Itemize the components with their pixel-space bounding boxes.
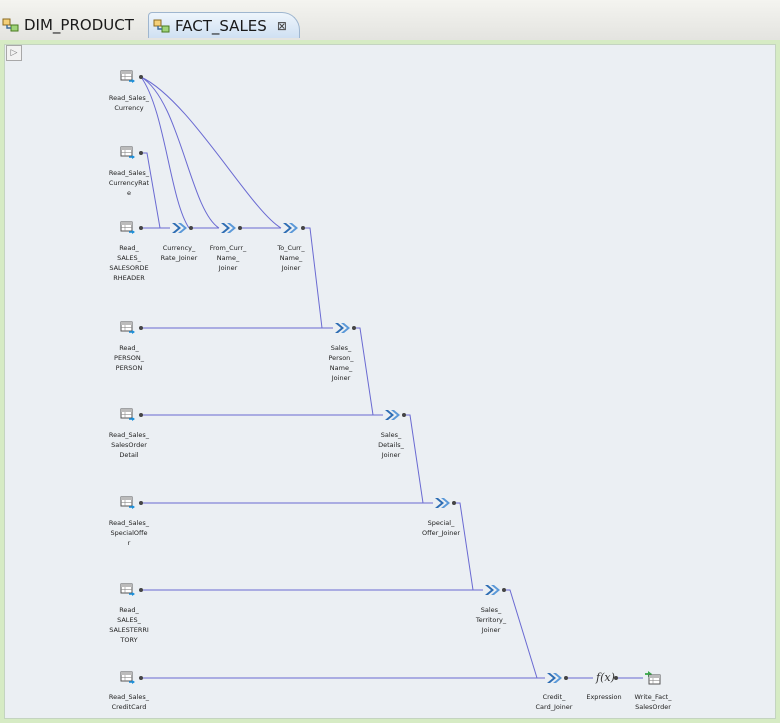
special-offer-joiner-label: Special_ Offer_Joiner (421, 519, 460, 537)
sales-details-joiner-label: Sales_ Details_ Joiner (378, 431, 404, 459)
tab-label: FACT_SALES (175, 16, 267, 35)
sales-person-name-joiner-label: Sales_ Person_ Name_ Joiner (328, 344, 354, 382)
joiner-icon[interactable] (171, 222, 189, 234)
editor-tab-bar: DIM_PRODUCT FACT_SALES ⊠ (0, 0, 780, 41)
expression-icon[interactable]: f(x) (596, 671, 615, 684)
credit-card-joiner-label: Credit_ Card_Joiner (535, 693, 573, 711)
read-sales-salesorderdetail-label: Read_Sales_ SalesOrder Detail (108, 431, 150, 459)
output-port[interactable] (139, 75, 143, 79)
output-port[interactable] (139, 326, 143, 330)
output-port[interactable] (139, 676, 143, 680)
read-source-icon[interactable] (120, 221, 136, 235)
read-source-icon[interactable] (120, 496, 136, 510)
output-port[interactable] (139, 413, 143, 417)
read-source-icon[interactable] (120, 146, 136, 160)
joiner-icon[interactable] (484, 584, 502, 596)
output-port[interactable] (452, 501, 456, 505)
output-port[interactable] (301, 226, 305, 230)
joiner-icon[interactable] (546, 672, 564, 684)
write-target-icon[interactable] (644, 670, 662, 686)
tab-fact-sales[interactable]: FACT_SALES ⊠ (148, 12, 300, 38)
link (140, 76, 190, 229)
read-source-icon[interactable] (120, 321, 136, 335)
play-triangle-icon[interactable]: ▷ (6, 45, 22, 61)
from-curr-name-joiner-label: From_Curr_ Name_ Joiner (209, 244, 247, 272)
output-port[interactable] (139, 226, 143, 230)
to-curr-name-joiner-label: To_Curr_ Name_ Joiner (277, 244, 305, 272)
output-port[interactable] (139, 588, 143, 592)
output-port[interactable] (402, 413, 406, 417)
read-sales-salesterritory-label: Read_ SALES_ SALESTERRI TORY (109, 606, 149, 644)
read-source-icon[interactable] (120, 583, 136, 597)
output-port[interactable] (139, 501, 143, 505)
read-sales-currency-label: Read_Sales_ Currency (108, 94, 150, 112)
output-port[interactable] (564, 676, 568, 680)
read-source-icon[interactable] (120, 408, 136, 422)
joiner-icon[interactable] (434, 497, 452, 509)
joiner-icon[interactable] (282, 222, 300, 234)
joiner-icon[interactable] (384, 409, 402, 421)
tab-label: DIM_PRODUCT (24, 16, 134, 34)
joiner-icon[interactable] (220, 222, 238, 234)
write-fact-salesorder-label: Write_Fact_ SalesOrder (634, 693, 672, 711)
link (455, 502, 483, 591)
currency-rate-joiner-label: Currency_ Rate_Joiner (160, 244, 198, 262)
read-sales-creditcard-label: Read_Sales_ CreditCard (108, 693, 150, 711)
close-icon[interactable]: ⊠ (276, 18, 287, 33)
mapping-icon (153, 19, 170, 32)
output-port[interactable] (614, 676, 618, 680)
output-port[interactable] (238, 226, 242, 230)
output-port[interactable] (502, 588, 506, 592)
joiner-icon[interactable] (334, 322, 352, 334)
tab-dim-product[interactable]: DIM_PRODUCT (0, 12, 146, 38)
output-port[interactable] (352, 326, 356, 330)
output-port[interactable] (139, 151, 143, 155)
mapping-icon (2, 18, 19, 32)
link (140, 76, 220, 229)
expression-label: Expression (586, 693, 622, 701)
read-sales-specialoffer-label: Read_Sales_ SpecialOffe r (108, 519, 150, 547)
read-source-icon[interactable] (120, 671, 136, 685)
link (140, 76, 282, 229)
read-person-person-label: Read_ PERSON_ PERSON (114, 344, 144, 372)
sales-territory-joiner-label: Sales_ Territory_ Joiner (475, 606, 507, 634)
read-sales-currencyrate-label: Read_Sales_ CurrencyRat e (108, 169, 150, 197)
read-sales-salesorderheader-label: Read_ SALES_ SALESORDE RHEADER (109, 244, 149, 282)
output-port[interactable] (189, 226, 193, 230)
read-source-icon[interactable] (120, 70, 136, 84)
